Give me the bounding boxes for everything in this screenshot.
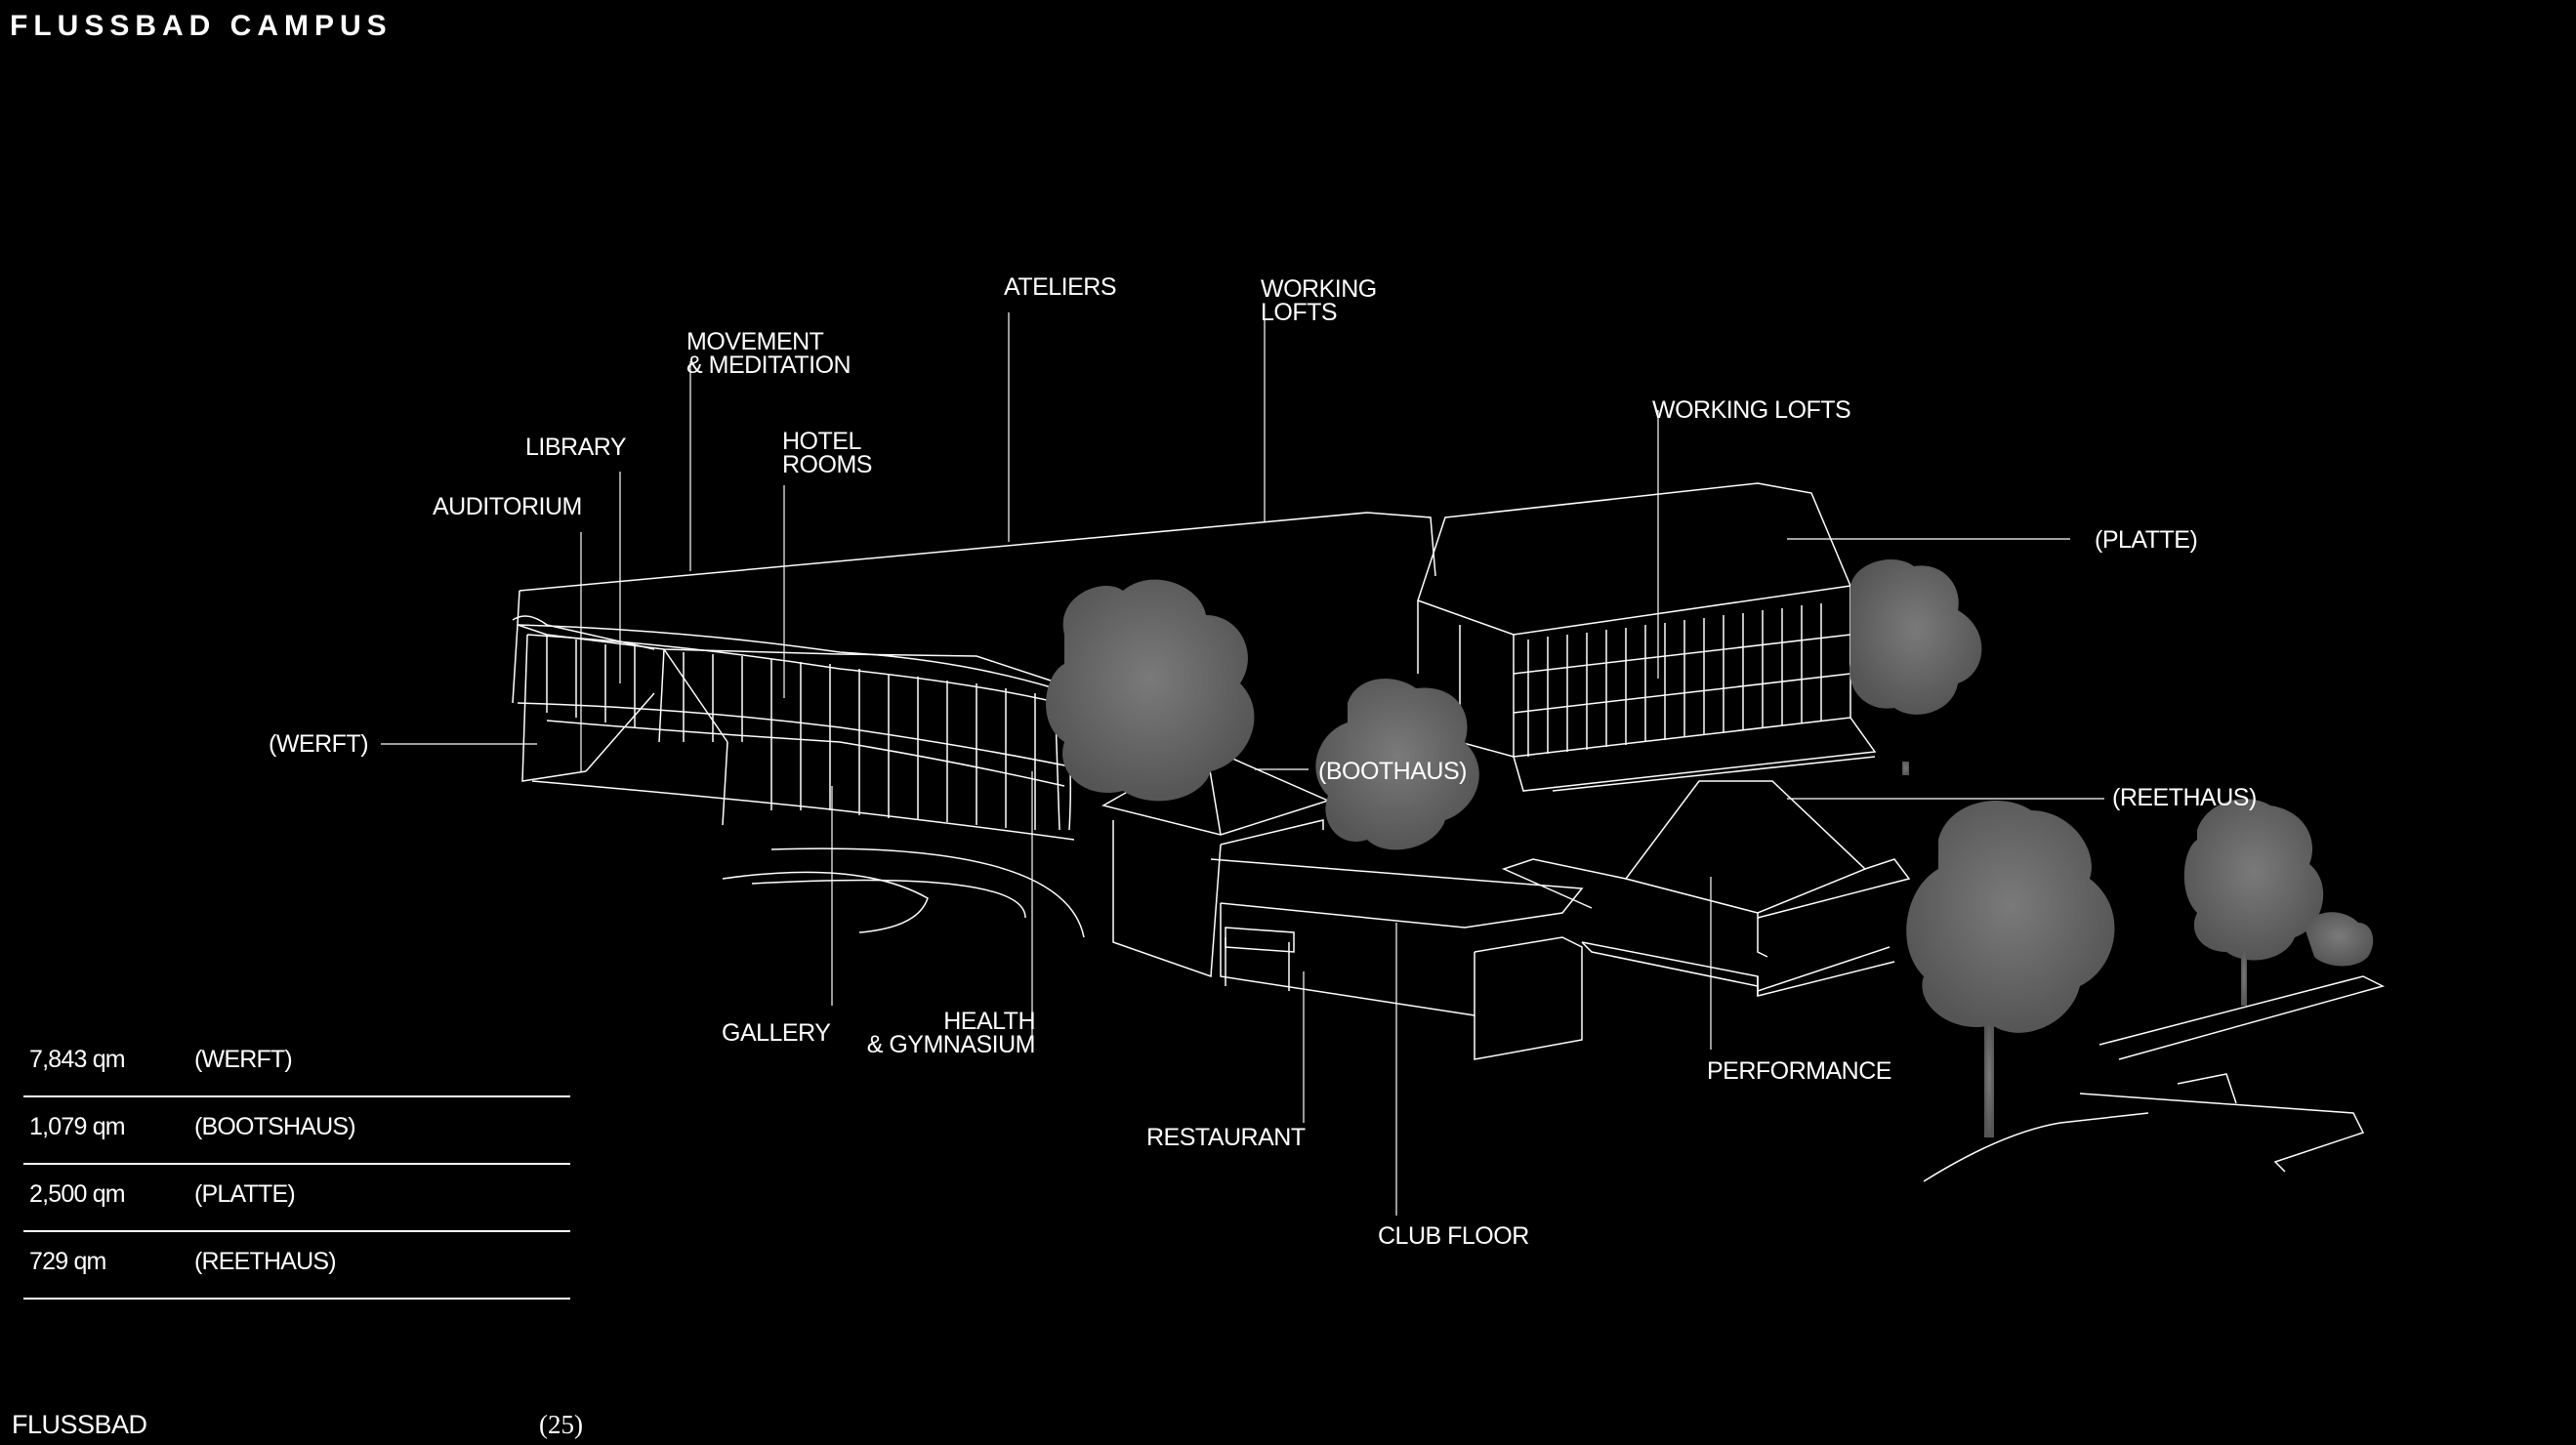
label-restaurant: RESTAURANT <box>1146 1126 1306 1149</box>
label-gallery: GALLERY <box>722 1021 830 1045</box>
label-health-line1: HEALTH <box>859 1010 1035 1033</box>
area-row: 1,079 qm (BOOTSHAUS) <box>23 1097 570 1165</box>
area-qm: 7,843 qm <box>29 1046 125 1074</box>
label-platte: (PLATTE) <box>2095 528 2197 552</box>
area-row: 7,843 qm (WERFT) <box>23 1030 570 1097</box>
area-name: (WERFT) <box>194 1046 292 1074</box>
area-name: (PLATTE) <box>194 1180 295 1209</box>
area-qm: 1,079 qm <box>29 1113 125 1141</box>
label-working-lofts-top-line2: LOFTS <box>1261 301 1377 324</box>
reethaus-building <box>1504 781 1909 996</box>
label-hotel-rooms: HOTEL ROOMS <box>782 430 872 476</box>
label-library: LIBRARY <box>525 435 626 459</box>
label-werft: (WERFT) <box>269 732 368 756</box>
label-health-gymnasium: HEALTH & GYMNASIUM <box>859 1010 1035 1056</box>
label-working-lofts: WORKING LOFTS <box>1652 398 1850 422</box>
area-table: 7,843 qm (WERFT) 1,079 qm (BOOTSHAUS) 2,… <box>23 1030 570 1300</box>
label-boothaus: (BOOTHAUS) <box>1318 760 1467 783</box>
platte-building <box>1418 483 1875 791</box>
werft-building <box>513 513 1435 840</box>
label-hotel-line2: ROOMS <box>782 453 872 476</box>
label-working-lofts-top: WORKING LOFTS <box>1261 277 1377 324</box>
label-movement-line2: & MEDITATION <box>686 353 851 377</box>
area-row: 2,500 qm (PLATTE) <box>23 1165 570 1232</box>
area-name: (BOOTSHAUS) <box>194 1113 355 1141</box>
label-club-floor: CLUB FLOOR <box>1378 1224 1529 1248</box>
label-hotel-line1: HOTEL <box>782 430 872 453</box>
area-row: 729 qm (REETHAUS) <box>23 1232 570 1300</box>
label-performance: PERFORMANCE <box>1707 1059 1891 1083</box>
label-ateliers: ATELIERS <box>1004 275 1116 299</box>
label-auditorium: AUDITORIUM <box>433 495 582 518</box>
label-reethaus: (REETHAUS) <box>2112 786 2257 809</box>
label-working-lofts-top-line1: WORKING <box>1261 277 1377 301</box>
trees <box>1046 559 2373 1137</box>
label-health-line2: & GYMNASIUM <box>859 1033 1035 1056</box>
area-qm: 729 qm <box>29 1248 106 1276</box>
label-movement-line1: MOVEMENT <box>686 330 851 353</box>
area-qm: 2,500 qm <box>29 1180 125 1209</box>
label-movement-meditation: MOVEMENT & MEDITATION <box>686 330 851 377</box>
area-name: (REETHAUS) <box>194 1248 336 1276</box>
page-number: (25) <box>539 1410 583 1440</box>
footer-title: FLUSSBAD <box>12 1410 147 1440</box>
